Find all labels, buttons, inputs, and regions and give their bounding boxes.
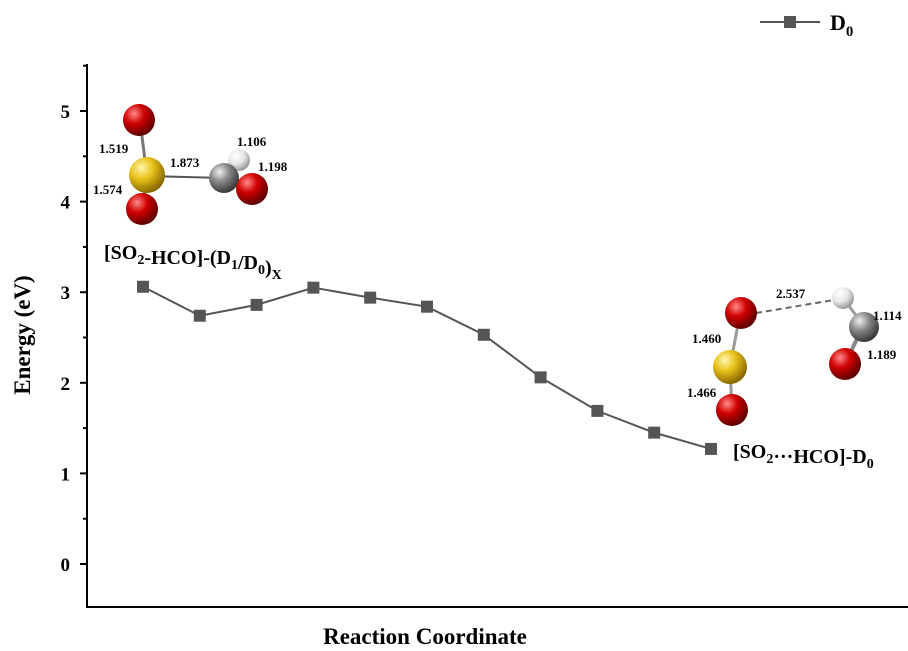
data-point <box>250 298 263 311</box>
bond-length-label: 1.114 <box>873 308 902 323</box>
bond-length-label: 1.519 <box>99 141 129 156</box>
legend-label: D0 <box>830 10 853 40</box>
legend-marker <box>784 16 796 28</box>
y-axis-title: Energy (eV) <box>10 275 35 394</box>
bond-length-label: 1.189 <box>867 347 897 362</box>
oxygen-atom-top <box>725 297 757 329</box>
bond-length-label: 2.537 <box>776 286 806 301</box>
carbon-atom <box>209 163 239 193</box>
data-point <box>648 426 661 439</box>
data-point <box>477 328 490 341</box>
bond-length-label: 1.460 <box>692 331 721 346</box>
y-tick-label: 1 <box>61 464 71 485</box>
series-d0 <box>137 280 717 455</box>
data-point <box>193 309 206 322</box>
end-species-label: [SO2···HCO]-D0 <box>733 441 874 472</box>
x-axis-title: Reaction Coordinate <box>323 624 527 649</box>
y-ticks: 0 1 2 3 4 5 <box>61 64 87 576</box>
axes: 0 1 2 3 4 5 <box>61 64 908 608</box>
oxygen-atom-carbonyl <box>829 348 861 380</box>
data-point <box>307 281 320 294</box>
legend: D0 <box>760 10 853 40</box>
y-tick-label: 0 <box>61 555 71 576</box>
data-point <box>137 280 149 293</box>
sulfur-atom <box>129 157 165 193</box>
hydrogen-atom <box>832 287 854 309</box>
data-point <box>364 291 377 304</box>
oxygen-atom-bottom <box>126 193 158 225</box>
oxygen-atom-top <box>123 104 155 136</box>
bond-length-label: 1.466 <box>687 385 717 400</box>
data-point <box>591 404 604 417</box>
data-point <box>421 300 433 313</box>
carbon-atom <box>849 312 879 342</box>
bond-length-label: 1.574 <box>93 182 123 197</box>
oxygen-atom-bottom <box>716 394 748 426</box>
bond-length-label: 1.198 <box>258 159 288 174</box>
y-tick-label: 5 <box>61 102 71 123</box>
end-molecule: 2.537 1.114 1.460 1.189 1.466 [SO2···HCO… <box>687 286 902 472</box>
hydrogen-atom <box>228 149 250 171</box>
hydrogen-bond <box>755 299 835 314</box>
y-tick-label: 3 <box>61 283 71 304</box>
y-tick-label: 2 <box>61 374 71 395</box>
start-species-label: [SO2-HCO]-(D1/D0)X <box>104 242 282 283</box>
bond-length-label: 1.873 <box>170 155 200 170</box>
y-tick-label: 4 <box>61 193 71 214</box>
start-molecule: 1.519 1.574 1.873 1.106 1.198 [SO2-HCO]-… <box>93 104 288 283</box>
sulfur-atom <box>713 350 747 384</box>
data-point <box>534 371 547 384</box>
data-point <box>705 442 717 455</box>
oxygen-atom-carbonyl <box>236 173 268 205</box>
bond-length-label: 1.106 <box>237 134 267 149</box>
